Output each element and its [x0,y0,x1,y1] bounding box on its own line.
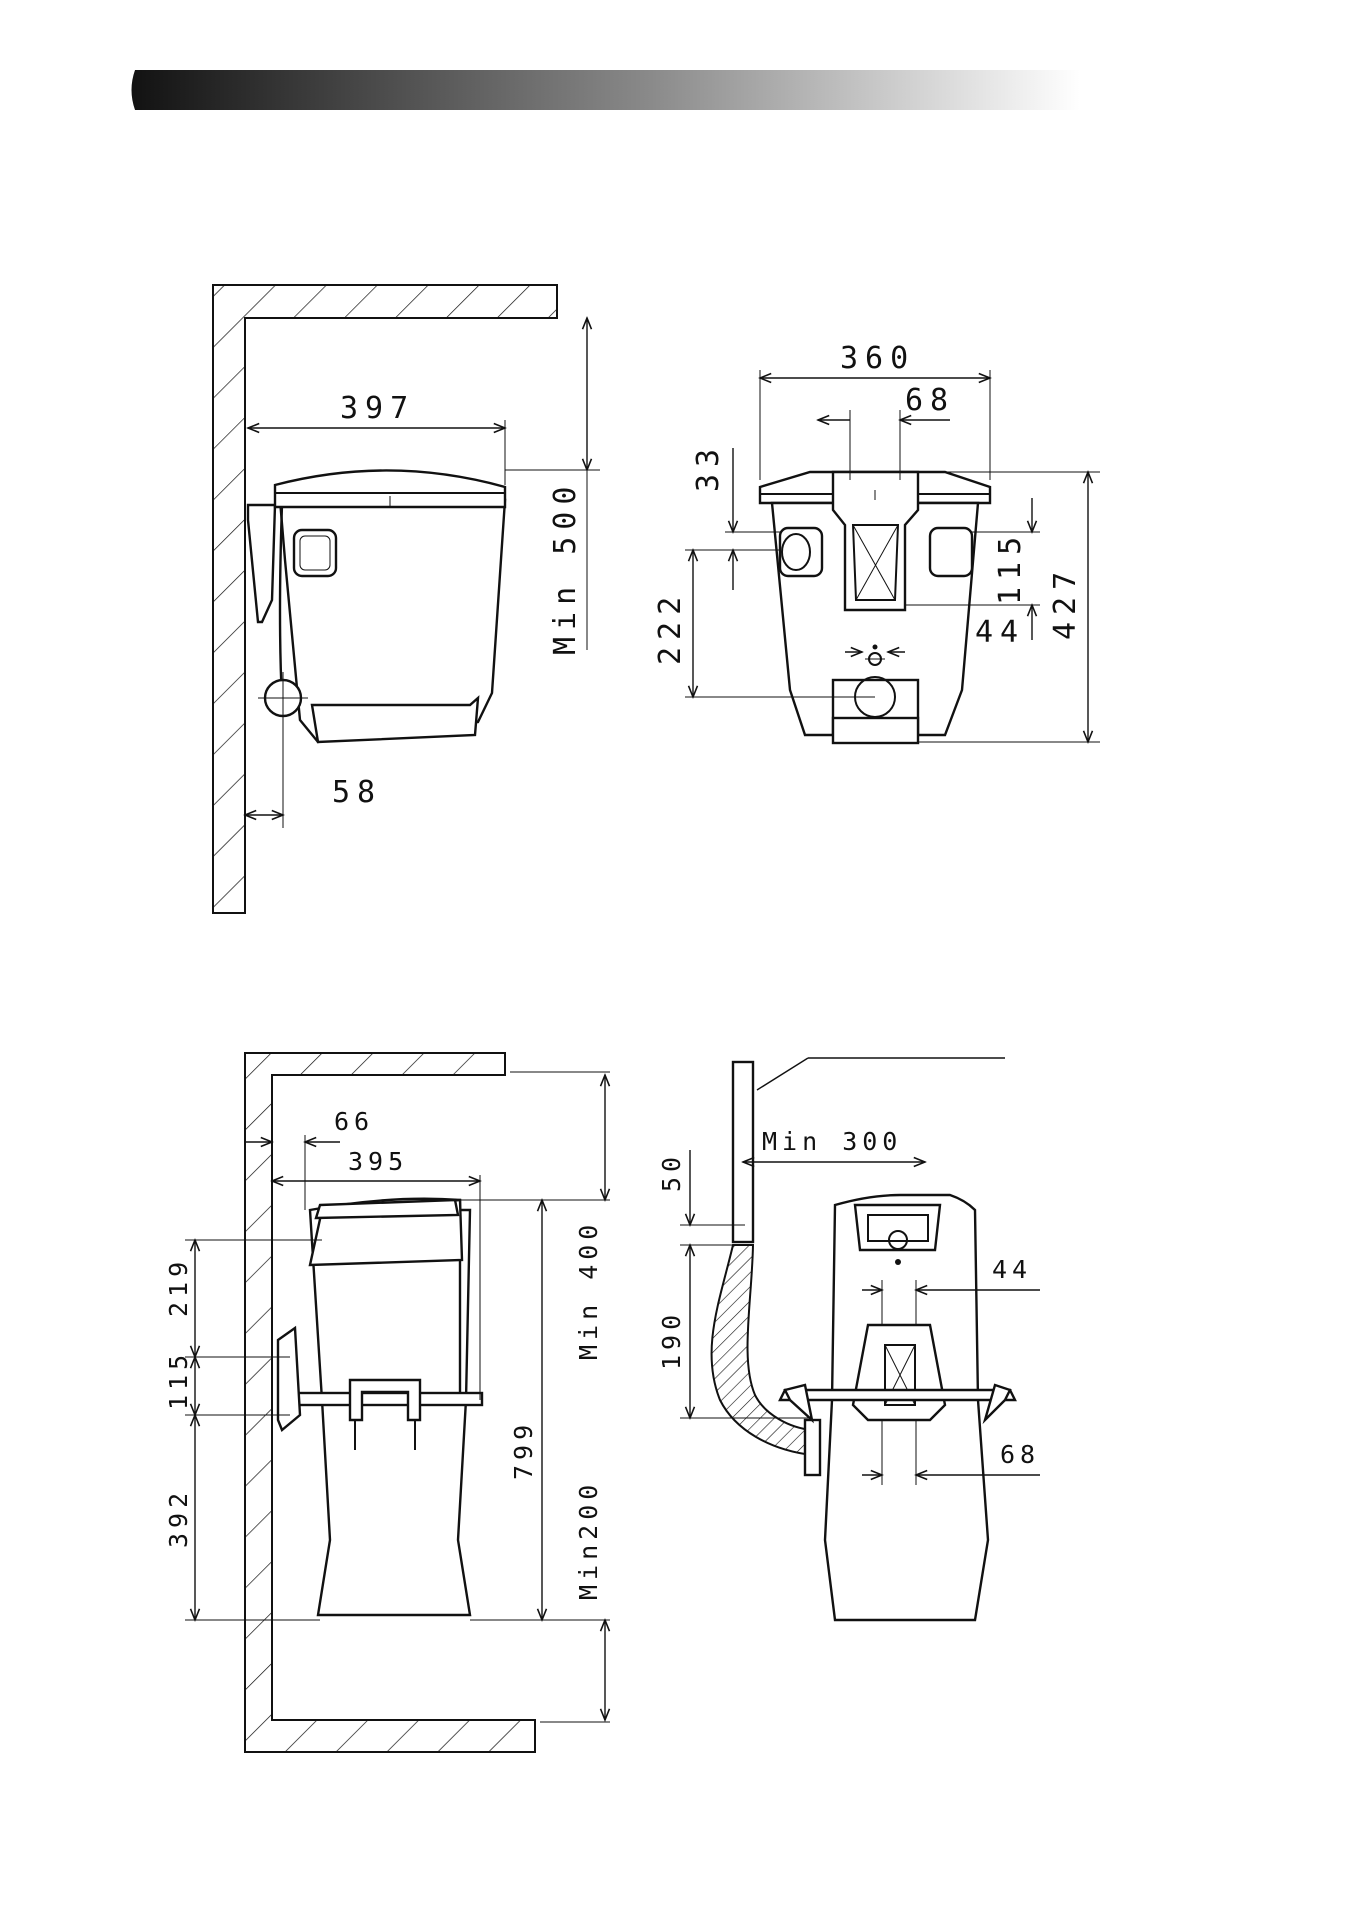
dim-427: 427 [1048,565,1083,640]
side-view-top: 397 Min 500 58 [213,285,600,913]
dim-397: 397 [340,391,415,426]
dim-min-500: Min 500 [548,480,583,655]
dim-190: 190 [657,1310,686,1370]
front-view-top: 360 68 33 222 115 44 427 [653,341,1100,743]
dim-799: 799 [509,1420,538,1480]
front-view-bottom: Min 300 50 190 44 68 [657,1058,1040,1620]
dim-min-400: Min 400 [574,1220,603,1360]
dim-68-bottom: 68 [1000,1440,1040,1469]
dim-360: 360 [840,341,915,376]
dim-min-300: Min 300 [762,1127,902,1156]
dim-58: 58 [332,775,382,810]
dim-66: 66 [334,1107,374,1136]
side-view-bottom: 66 395 219 115 392 799 Min 400 Min200 [164,1053,610,1752]
dim-33: 33 [691,442,726,492]
dim-115-side: 115 [164,1350,193,1410]
dim-min-200: Min200 [574,1480,603,1600]
dim-115-top: 115 [993,530,1028,605]
header-bar [116,70,1080,110]
dim-219: 219 [164,1257,193,1317]
dim-50: 50 [657,1152,686,1192]
dim-44-bottom: 44 [992,1255,1032,1284]
dim-395: 395 [348,1147,408,1176]
dim-392: 392 [164,1488,193,1548]
dim-68-top: 68 [905,383,955,418]
dim-222: 222 [653,590,688,665]
dim-44-top: 44 [975,615,1025,650]
